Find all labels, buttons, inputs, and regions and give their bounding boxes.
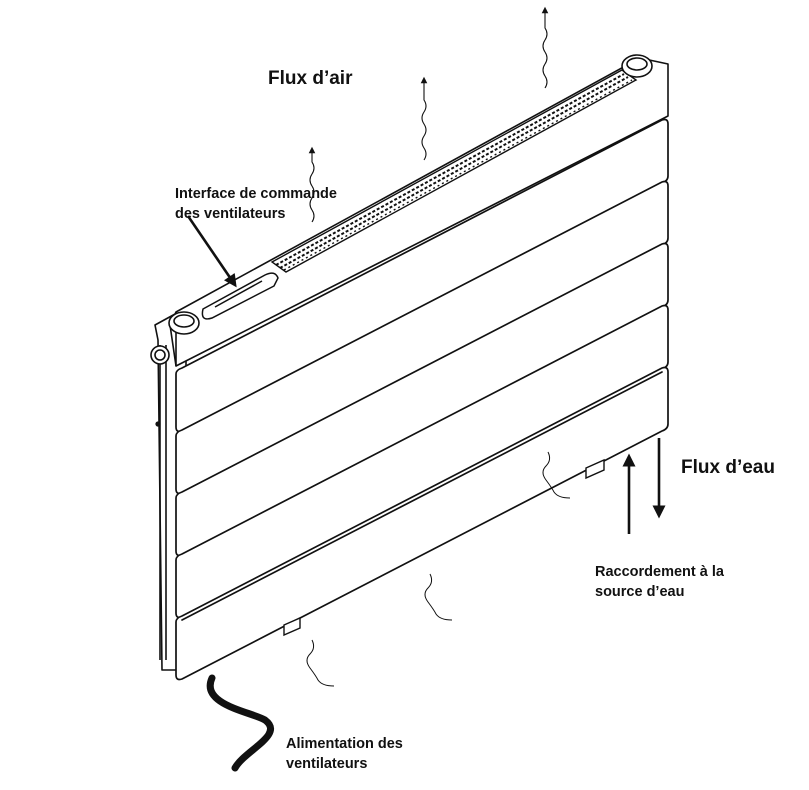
control-interface-label-line-1: Interface de commande (175, 186, 337, 202)
air-flow-arrow-1 (308, 146, 316, 223)
air-flow-arrows (308, 6, 549, 223)
end-cap-left (168, 311, 200, 335)
fan-power-label: Alimentation des ventilateurs (286, 734, 403, 774)
water-connection-label: Raccordement à la source d’eau (595, 562, 724, 602)
radiator-feet (283, 458, 605, 637)
front-panel-6 (181, 371, 663, 621)
control-interface-pointer (186, 215, 237, 288)
control-interface-label-line-2: des ventilateurs (175, 206, 286, 222)
air-flow-arrow-3 (541, 6, 549, 89)
end-cap-right (621, 54, 653, 78)
pipe-connection-left (150, 345, 170, 365)
air-grille (270, 69, 638, 273)
fan-power-label-line-1: Alimentation des (286, 736, 403, 752)
control-interface (201, 272, 279, 320)
water-flow-label: Flux d’eau (681, 457, 775, 478)
air-flow-arrow-2 (420, 76, 428, 161)
water-connection-label-line-1: Raccordement à la (595, 564, 724, 580)
front-panel-5 (175, 366, 669, 681)
air-flow-label: Flux d’air (268, 68, 353, 89)
water-flow-arrows (622, 438, 666, 534)
water-connection-label-line-2: source d’eau (595, 584, 685, 600)
control-interface-label: Interface de commande des ventilateurs (175, 184, 337, 224)
fan-power-label-line-2: ventilateurs (286, 756, 368, 772)
heat-waves-below (306, 451, 571, 687)
fan-power-cable (206, 674, 274, 772)
front-panels (175, 118, 669, 681)
